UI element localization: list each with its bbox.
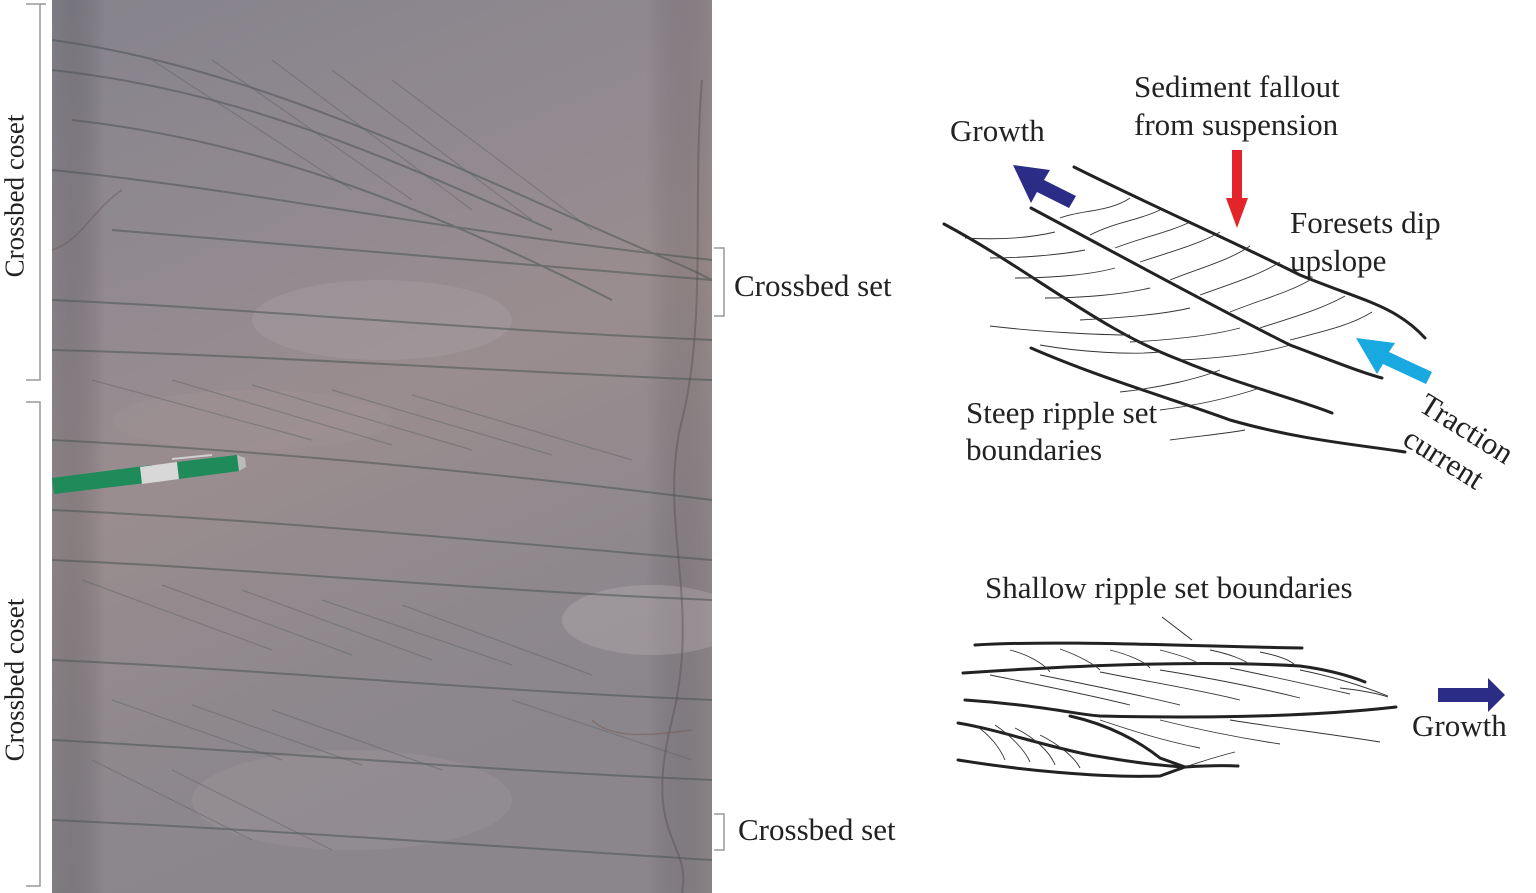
set-bracket-top	[714, 247, 725, 317]
pen-icon	[52, 454, 246, 494]
fallout-arrow-icon	[1226, 150, 1248, 228]
set-label-top: Crossbed set	[734, 268, 892, 303]
shallow-ripple-diagram	[956, 616, 1505, 778]
steep-ripple-diagram	[942, 150, 1432, 454]
sediment-fallout-label-1: Sediment fallout	[1134, 69, 1340, 104]
shallow-growth-label: Growth	[1412, 708, 1507, 743]
traction-arrow-icon	[1356, 338, 1432, 384]
steep-boundaries-label-2: boundaries	[966, 432, 1103, 467]
growth-arrow-icon	[1013, 165, 1076, 208]
set-bracket-bottom	[714, 813, 725, 851]
steep-boundaries-label-1: Steep ripple set	[966, 395, 1158, 430]
outcrop-photo	[52, 0, 712, 893]
shallow-growth-arrow-icon	[1438, 678, 1505, 712]
coset-label-bottom: Crossbed coset	[0, 598, 30, 762]
foresets-label-1: Foresets dip	[1290, 205, 1441, 240]
coset-bracket-top	[26, 3, 46, 381]
coset-label-top: Crossbed coset	[0, 114, 30, 278]
foresets-label-2: upslope	[1290, 243, 1387, 278]
sediment-fallout-label-2: from suspension	[1134, 107, 1339, 142]
coset-bracket-bottom	[26, 401, 41, 887]
set-label-bottom: Crossbed set	[738, 812, 896, 847]
steep-growth-label: Growth	[950, 113, 1045, 148]
shallow-boundaries-label: Shallow ripple set boundaries	[985, 570, 1353, 605]
